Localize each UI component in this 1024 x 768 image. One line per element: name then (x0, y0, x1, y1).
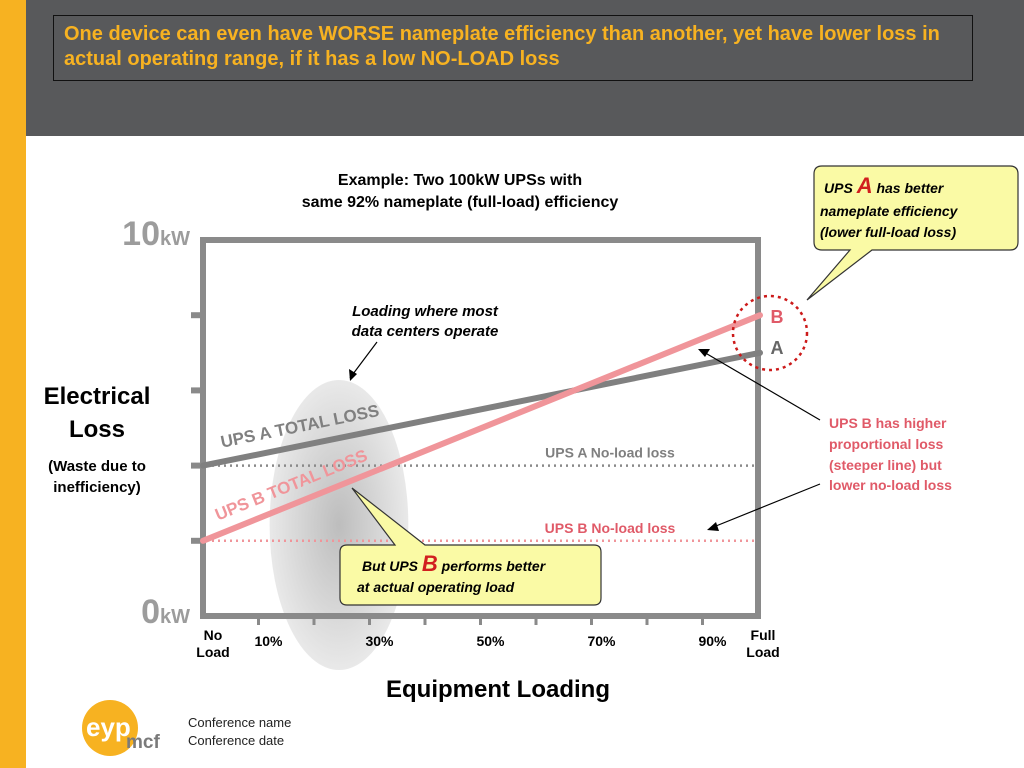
zone-arrow (349, 341, 378, 379)
header-message: One device can even have WORSE nameplate… (53, 15, 973, 81)
chart-title-line2: same 92% nameplate (full-load) efficienc… (302, 194, 619, 211)
callout-a-line3: (lower full-load loss) (820, 224, 956, 240)
y-bottom-unit: kW (160, 606, 190, 628)
accent-side-bar (0, 0, 26, 768)
eyp-mcf-logo: eyp mcf (82, 700, 160, 756)
zone-label-line1: Loading where most (352, 303, 499, 320)
conference-name: Conference name (188, 715, 292, 730)
reference-label-0: UPS A No-load loss (545, 445, 675, 461)
series-line-0 (200, 349, 763, 469)
callout-a-rest: has better (873, 180, 945, 196)
note-arrowhead-line (698, 349, 710, 357)
x-tick-label-2: 30% (365, 633, 394, 649)
callout-b-line2: at actual operating load (357, 579, 515, 595)
callout-a-line1: UPS A has better (824, 173, 945, 198)
header-band: One device can even have WORSE nameplate… (26, 0, 1024, 136)
x-tick-marks (257, 616, 704, 625)
callout-a-letter: A (856, 173, 873, 198)
y-top-number: 10 (122, 215, 160, 253)
note-arrowhead-noload (707, 522, 719, 531)
endpoint-highlight-circle (731, 294, 809, 372)
reference-label-1: UPS B No-load loss (545, 520, 676, 536)
conference-date: Conference date (188, 733, 285, 748)
x-tick-label-4: 70% (587, 633, 616, 649)
y-top-unit: kW (160, 228, 190, 250)
chart-title-line1: Example: Two 100kW UPSs with (338, 172, 582, 189)
x-tick-label-5: 90% (698, 633, 727, 649)
end-label-b: B (771, 307, 784, 327)
callout-b-bubble (339, 487, 602, 606)
ups-b-note-line4: lower no-load loss (829, 477, 952, 493)
series-line-1 (200, 312, 763, 544)
zone-arrowhead (349, 369, 357, 381)
x-axis-title: Equipment Loading (386, 676, 610, 703)
callout-a-line2: nameplate efficiency (820, 203, 959, 219)
callout-b-line1: But UPS B performs better (362, 551, 547, 576)
ups-b-note-line2: proportional loss (829, 436, 944, 452)
note-arrow-to-line (701, 350, 821, 421)
y-bottom-number: 0 (141, 593, 160, 631)
x-tick-label-3: 50% (476, 633, 505, 649)
end-label-a: A (771, 338, 784, 358)
y-bottom-label: 0kW (141, 593, 190, 631)
ups-b-note-line3: (steeper line) but (829, 457, 942, 473)
callout-a-bubble (806, 165, 1019, 301)
logo-sub: mcf (126, 732, 160, 753)
x-tick-label-1: 10% (254, 633, 283, 649)
note-arrow-to-noload (710, 483, 821, 529)
y-top-label: 10kW (122, 215, 190, 253)
zone-label-line2: data centers operate (352, 323, 499, 340)
logo-main: eyp (86, 712, 131, 742)
y-axis-sub-line2: inefficiency) (53, 479, 141, 496)
callout-b-rest: performs better (438, 558, 547, 574)
logo-circle (82, 700, 138, 756)
y-axis-title-line1: Electrical (44, 383, 151, 410)
callout-a-prefix: UPS (824, 180, 857, 196)
y-axis-sub-line1: (Waste due to (48, 458, 146, 475)
ups-b-note-line1: UPS B has higher (829, 415, 947, 431)
y-axis-title-line2: Loss (69, 416, 125, 443)
callout-b-prefix: But UPS (362, 558, 422, 574)
callout-b-letter: B (422, 551, 438, 576)
